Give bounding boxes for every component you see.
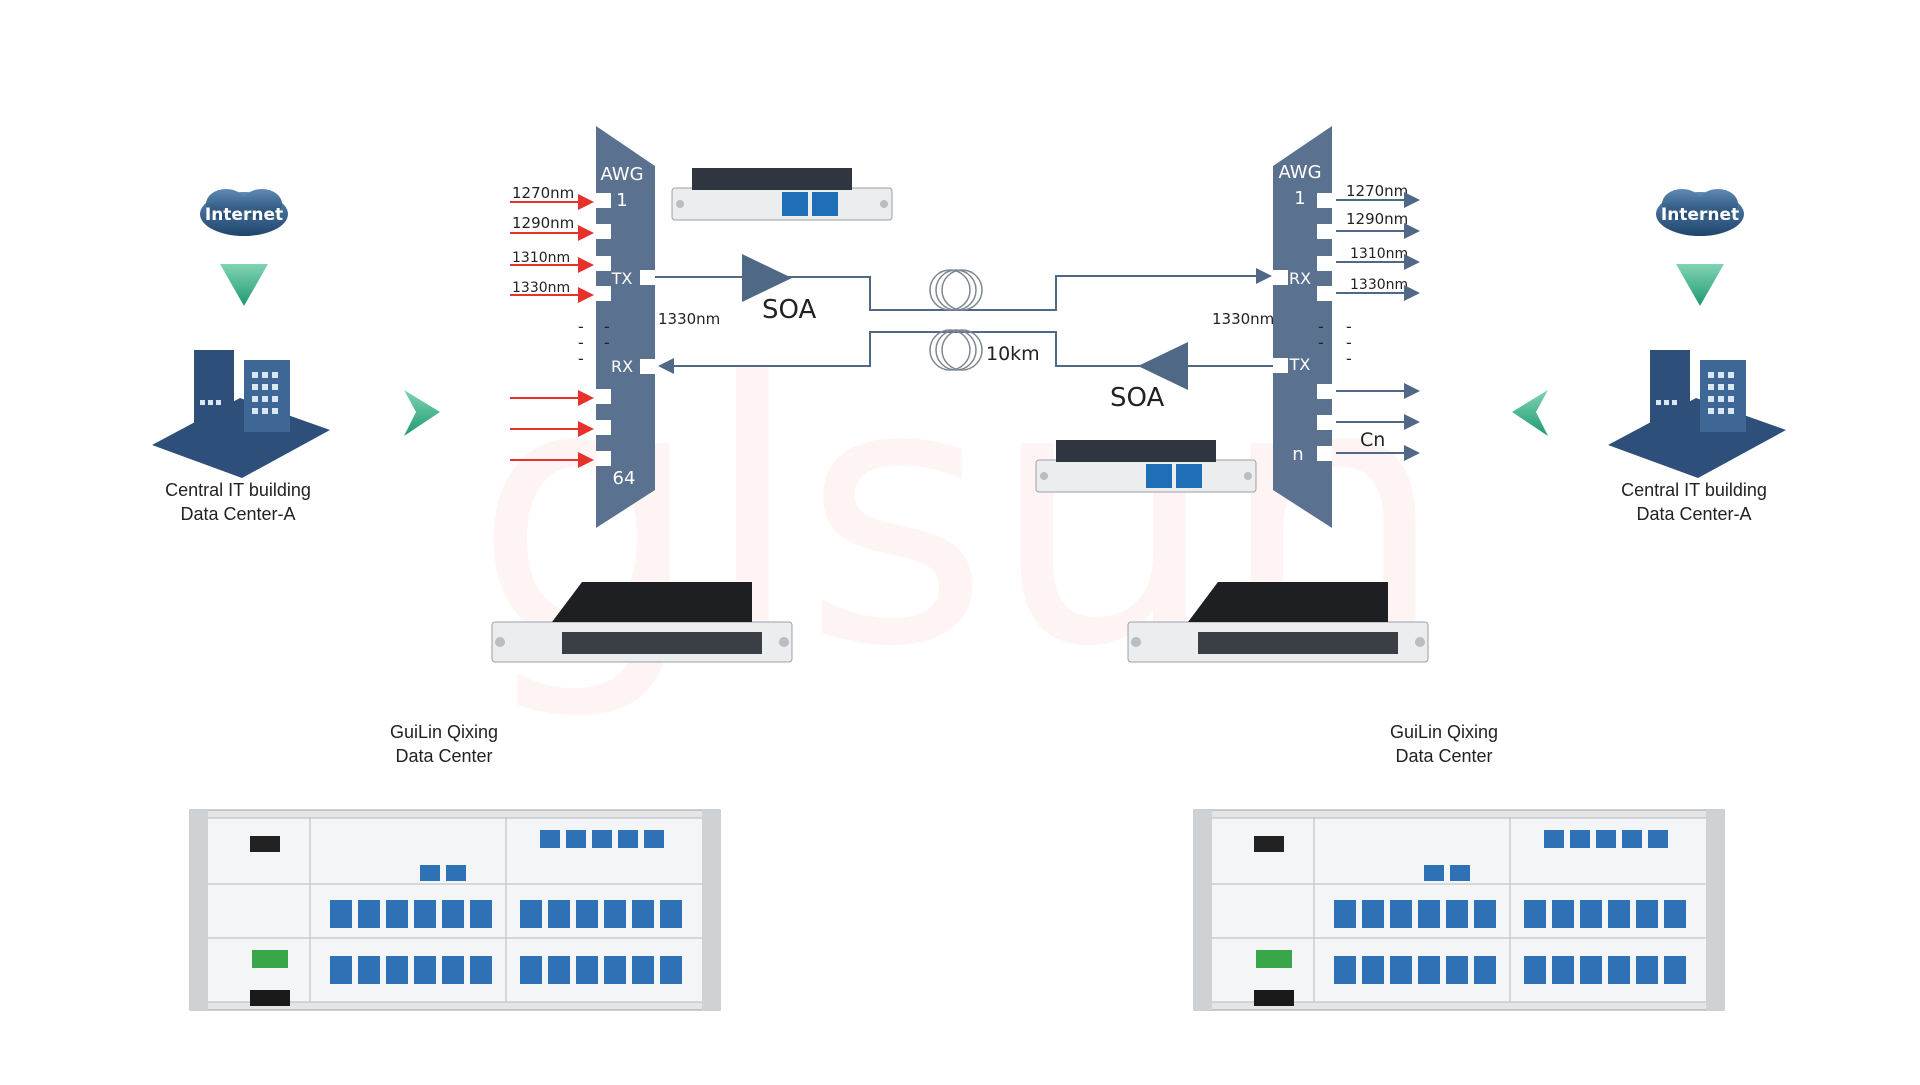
svg-text:-: - <box>604 333 610 352</box>
left-dc-sublabel: Data Center <box>395 746 492 766</box>
left-building-label: Central IT building <box>165 480 311 500</box>
left-awg-label: AWG <box>600 164 643 185</box>
svg-text:-: - <box>1318 317 1324 336</box>
left-awg-rx: RX <box>611 357 633 376</box>
svg-text:-: - <box>1346 349 1352 368</box>
fiber-coil-upper-icon <box>929 269 983 311</box>
left-internet-cloud: Internet <box>200 189 288 236</box>
right-awg-ports <box>1273 193 1332 461</box>
fiber-length-label: 10km <box>986 343 1040 365</box>
right-link-wavelength: 1330nm <box>1212 310 1274 328</box>
right-wl-1310: 1310nm <box>1350 246 1408 262</box>
svg-text:-: - <box>1346 333 1352 352</box>
right-cn-label: Cn <box>1360 429 1385 451</box>
left-building-icon <box>152 350 330 478</box>
left-wl-1270: 1270nm <box>512 184 574 202</box>
right-wl-1270: 1270nm <box>1346 182 1408 200</box>
right-internet-cloud: Internet <box>1656 189 1744 236</box>
left-chassis-image <box>189 809 721 1011</box>
right-dots: - - - - - <box>1318 317 1352 368</box>
right-wl-1330: 1330nm <box>1350 277 1408 293</box>
right-output-arrows <box>1336 192 1420 461</box>
right-wl-1290: 1290nm <box>1346 210 1408 228</box>
left-building-sublabel: Data Center-A <box>180 504 295 524</box>
left-wl-1330: 1330nm <box>512 280 570 296</box>
right-internet-label: Internet <box>1661 205 1739 225</box>
right-awg-rx: RX <box>1289 269 1311 288</box>
left-soa-card-image <box>671 167 893 221</box>
right-soa-amplifier-icon <box>1138 342 1188 390</box>
right-awg-port-last: n <box>1292 444 1303 465</box>
left-wl-1310: 1310nm <box>512 250 570 266</box>
left-soa-label: SOA <box>762 295 817 325</box>
left-awg-port-first: 1 <box>616 190 627 211</box>
right-chassis-image <box>1193 809 1725 1011</box>
left-right-arrow-icon <box>404 390 440 436</box>
svg-text:-: - <box>578 333 584 352</box>
left-awg-ports <box>596 193 655 466</box>
right-building-icon <box>1608 350 1786 478</box>
left-soa-amplifier-icon <box>742 254 792 302</box>
right-down-arrow-icon <box>1676 264 1724 306</box>
left-awg-port-last: 64 <box>613 468 636 489</box>
right-dc-label: GuiLin Qixing <box>1390 722 1498 742</box>
left-internet-label: Internet <box>205 205 283 225</box>
left-link-wavelength: 1330nm <box>658 310 720 328</box>
fiber-coil-lower-icon <box>929 329 983 371</box>
svg-text:-: - <box>604 317 610 336</box>
left-wavelength-labels: 1270nm 1290nm 1310nm 1330nm <box>512 184 574 296</box>
left-down-arrow-icon <box>220 264 268 306</box>
svg-text:-: - <box>578 317 584 336</box>
right-left-arrow-icon <box>1512 390 1548 436</box>
right-building-sublabel: Data Center-A <box>1636 504 1751 524</box>
left-wl-1290: 1290nm <box>512 214 574 232</box>
svg-text:-: - <box>1346 317 1352 336</box>
left-red-input-arrows <box>510 194 594 468</box>
right-wavelength-labels: 1270nm 1290nm 1310nm 1330nm <box>1346 182 1408 293</box>
svg-text:-: - <box>578 349 584 368</box>
right-dc-sublabel: Data Center <box>1395 746 1492 766</box>
right-awg-tx: TX <box>1289 355 1311 374</box>
right-soa-label: SOA <box>1110 383 1165 413</box>
left-awg-tx: TX <box>611 269 633 288</box>
right-building-label: Central IT building <box>1621 480 1767 500</box>
svg-text:-: - <box>1318 333 1324 352</box>
right-awg-label: AWG <box>1278 162 1321 183</box>
left-dc-label: GuiLin Qixing <box>390 722 498 742</box>
left-dots: - - - - - <box>578 317 610 368</box>
right-awg-port-first: 1 <box>1294 188 1305 209</box>
